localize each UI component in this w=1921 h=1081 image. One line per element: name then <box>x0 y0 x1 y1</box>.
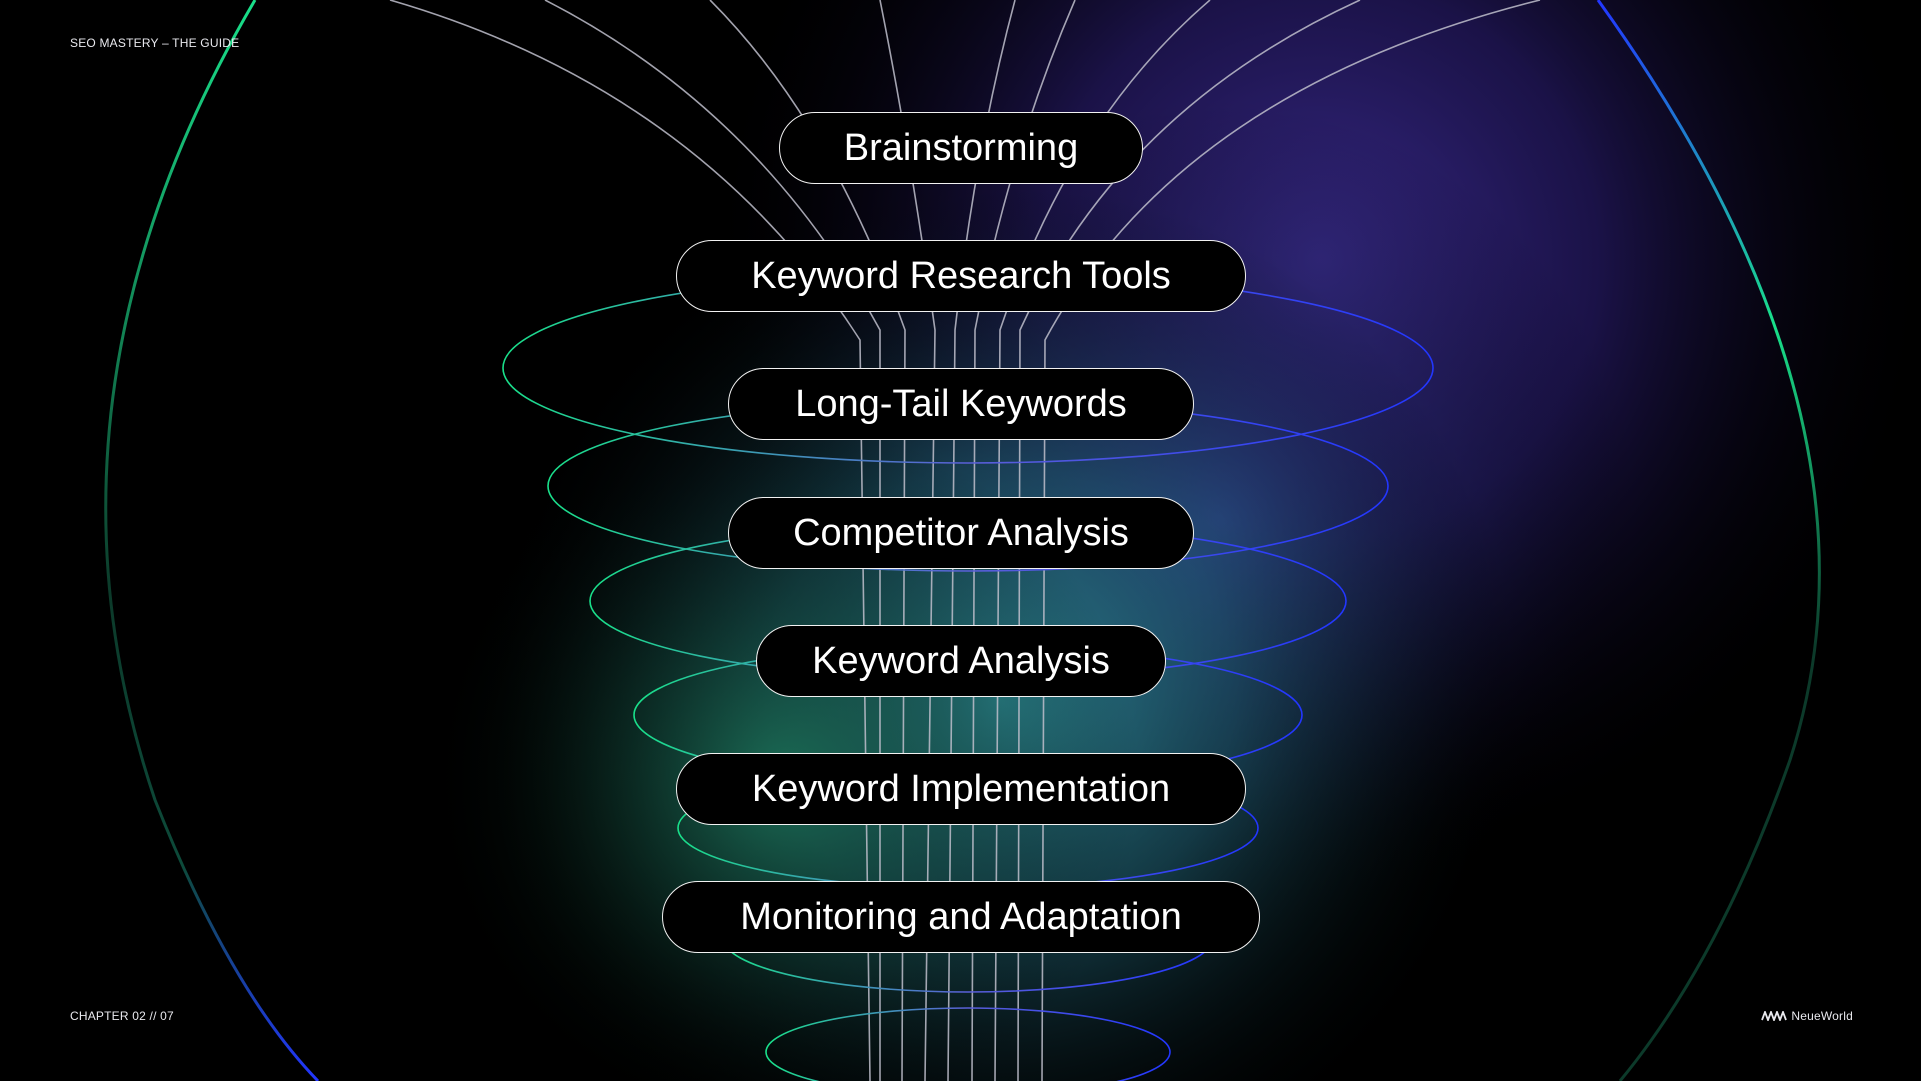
step-monitoring-and-adaptation: Monitoring and Adaptation <box>662 881 1260 953</box>
brand-name: NeueWorld <box>1791 1009 1853 1023</box>
document-title: SEO MASTERY – THE GUIDE <box>70 36 240 50</box>
step-competitor-analysis: Competitor Analysis <box>728 497 1194 569</box>
step-keyword-analysis: Keyword Analysis <box>756 625 1166 697</box>
step-brainstorming: Brainstorming <box>779 112 1143 184</box>
brand-logo: NeueWorld <box>1761 1009 1853 1023</box>
step-keyword-research-tools: Keyword Research Tools <box>676 240 1246 312</box>
step-keyword-implementation: Keyword Implementation <box>676 753 1246 825</box>
step-long-tail-keywords: Long-Tail Keywords <box>728 368 1194 440</box>
chapter-indicator: CHAPTER 02 // 07 <box>70 1009 174 1023</box>
zigzag-logo-icon <box>1761 1011 1788 1021</box>
